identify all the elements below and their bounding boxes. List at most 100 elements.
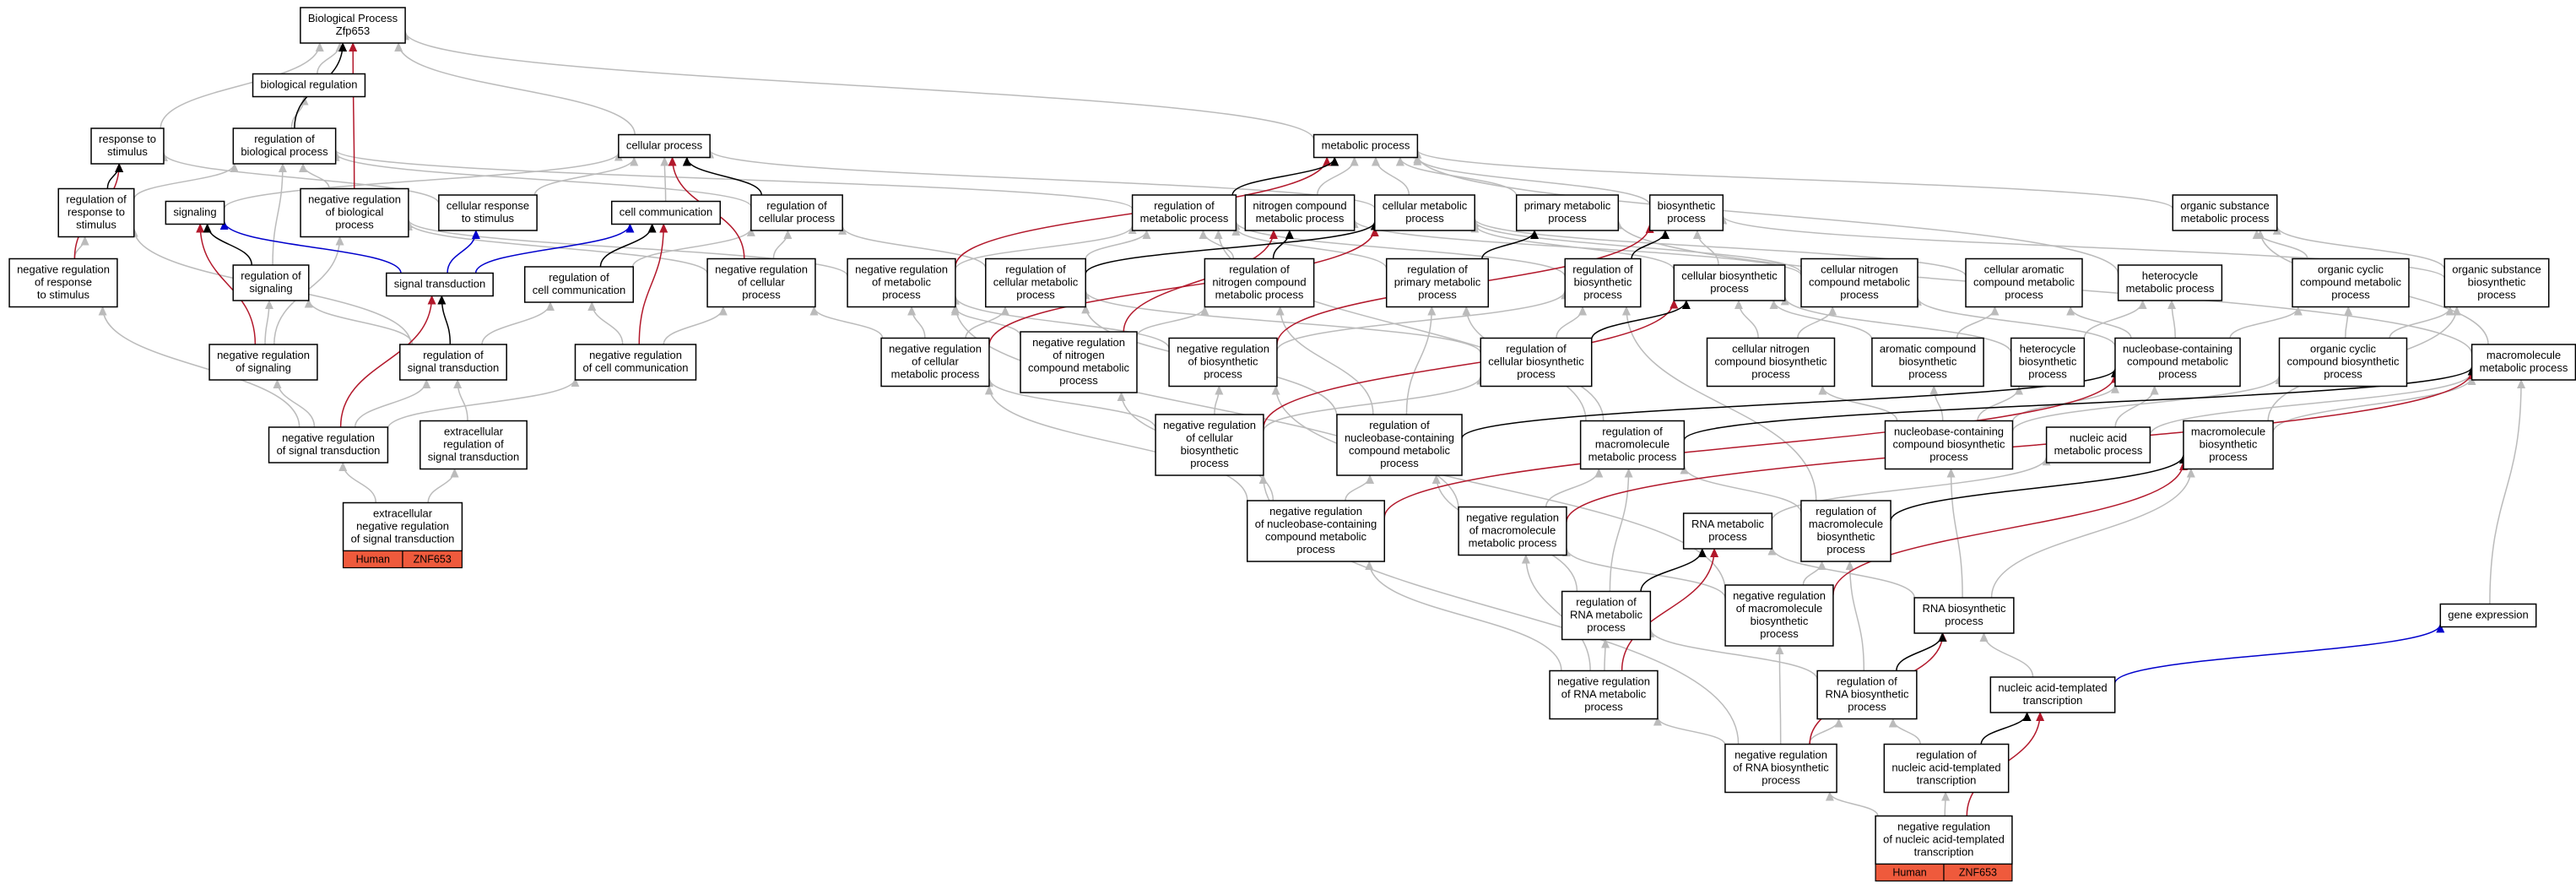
node-label-line: compound metabolic (1265, 530, 1366, 543)
node-label-line: process (1548, 212, 1587, 225)
edge-is-a (73, 236, 89, 259)
node-box (1682, 512, 1773, 550)
node-box (1965, 257, 2083, 308)
node-label-line: of nucleic acid-templated (1883, 833, 2005, 846)
edge-part-of (1272, 230, 1294, 259)
edge-is-a (1545, 468, 1604, 507)
edge-is-a (1775, 645, 1784, 745)
node-label-line: process (1190, 457, 1229, 469)
edge-is-a (1521, 554, 1591, 671)
edge-is-a (331, 151, 752, 208)
node-label-line: negative regulation (1269, 505, 1362, 518)
node-label-line: regulation of (1506, 343, 1567, 355)
edge-part-of (1640, 548, 1707, 592)
edge-is-a (955, 225, 1137, 270)
edge-is-a (1979, 632, 2034, 678)
edge-is-a (907, 306, 926, 339)
node-label-line: compound metabolic (1028, 361, 1129, 374)
edge-negatively-regulates (638, 223, 668, 345)
edge-is-a (1231, 220, 1566, 277)
node-label-line: regulation of (1229, 263, 1290, 276)
node-label-line: of nucleobase-containing (1255, 518, 1377, 530)
node-box (1724, 584, 1834, 647)
node-box (232, 264, 310, 301)
node-label-line: process (1296, 543, 1335, 556)
node-label-line: process (1945, 615, 1983, 627)
edge-is-a (1845, 561, 1865, 671)
node-label-line: signal transduction (394, 278, 485, 290)
node-label-line: signaling (249, 282, 292, 295)
node-box (2278, 337, 2408, 388)
node-label-line: compound metabolic (1973, 276, 2075, 289)
edge-part-of (437, 295, 452, 345)
node-label-line: negative regulation (308, 193, 401, 206)
node-label-line: compound metabolic (1809, 276, 1910, 289)
edge-is-a (272, 163, 287, 266)
node-label-line: compound metabolic (1349, 444, 1450, 457)
node-box (1883, 743, 2010, 794)
node-label-line: regulation of (1837, 675, 1897, 688)
node-label-line: negative regulation (589, 349, 682, 361)
node-box (1246, 500, 1386, 562)
node-label-line: cellular aromatic (1984, 263, 2065, 276)
edge-is-a (98, 306, 300, 428)
node-box (618, 133, 711, 159)
node-box (419, 420, 528, 470)
node-label-line: of cell communication (583, 361, 689, 374)
node-label-line: Biological Process (308, 12, 398, 24)
edge-is-a (663, 306, 728, 345)
edge-is-a (1780, 295, 2012, 354)
edge-is-a (404, 219, 848, 277)
node-label-line: compound metabolic (2127, 355, 2228, 368)
node-box (8, 257, 118, 308)
node-label-line: stimulus (107, 145, 148, 158)
node-box (342, 501, 463, 552)
node-label-line: process (1908, 368, 1947, 381)
node-label-line: cellular biosynthetic (1681, 269, 1778, 282)
edge-is-a (1802, 561, 1826, 586)
node-label-line: transcription (2023, 694, 2083, 707)
edge-is-a (2389, 306, 2454, 339)
node-box (1480, 337, 1593, 388)
edge-is-a (1680, 464, 1802, 513)
node-label-line: RNA metabolic (1691, 518, 1764, 530)
edge-is-a (984, 377, 1156, 429)
node-box (300, 187, 409, 238)
node-breg: biological regulation (252, 73, 366, 98)
node-label-line: to stimulus (37, 289, 90, 301)
node-label-line: cellular process (626, 139, 703, 152)
annotation-cell (1943, 863, 2013, 882)
edge-is-a (299, 163, 330, 189)
node-label-line: metabolic process (2126, 282, 2215, 295)
edge-is-a (772, 230, 793, 259)
node-label-line: process (1584, 701, 1623, 713)
edge-is-a (1413, 155, 1651, 206)
node-label-line: process (1016, 289, 1055, 301)
edge-is-a (2011, 383, 2119, 422)
node-label-line: process (1405, 212, 1444, 225)
node-label-line: process (1059, 374, 1098, 387)
node-label-line: negative regulation (17, 263, 110, 276)
edge-is-a (1275, 306, 1374, 415)
node-label-line: metabolic process (1256, 212, 1345, 225)
edge-negatively-regulates (1621, 548, 1719, 671)
node-label-line: of cellular (912, 355, 959, 368)
annotation-label: Human (356, 554, 390, 566)
node-label-line: gene expression (2448, 609, 2528, 621)
node-label-line: process (2158, 368, 2197, 381)
node-label-line: cellular metabolic (1383, 199, 1468, 212)
edge-is-a (1646, 627, 1818, 680)
edge-is-a (2489, 379, 2526, 604)
node-label-line: negative regulation (1733, 589, 1826, 602)
